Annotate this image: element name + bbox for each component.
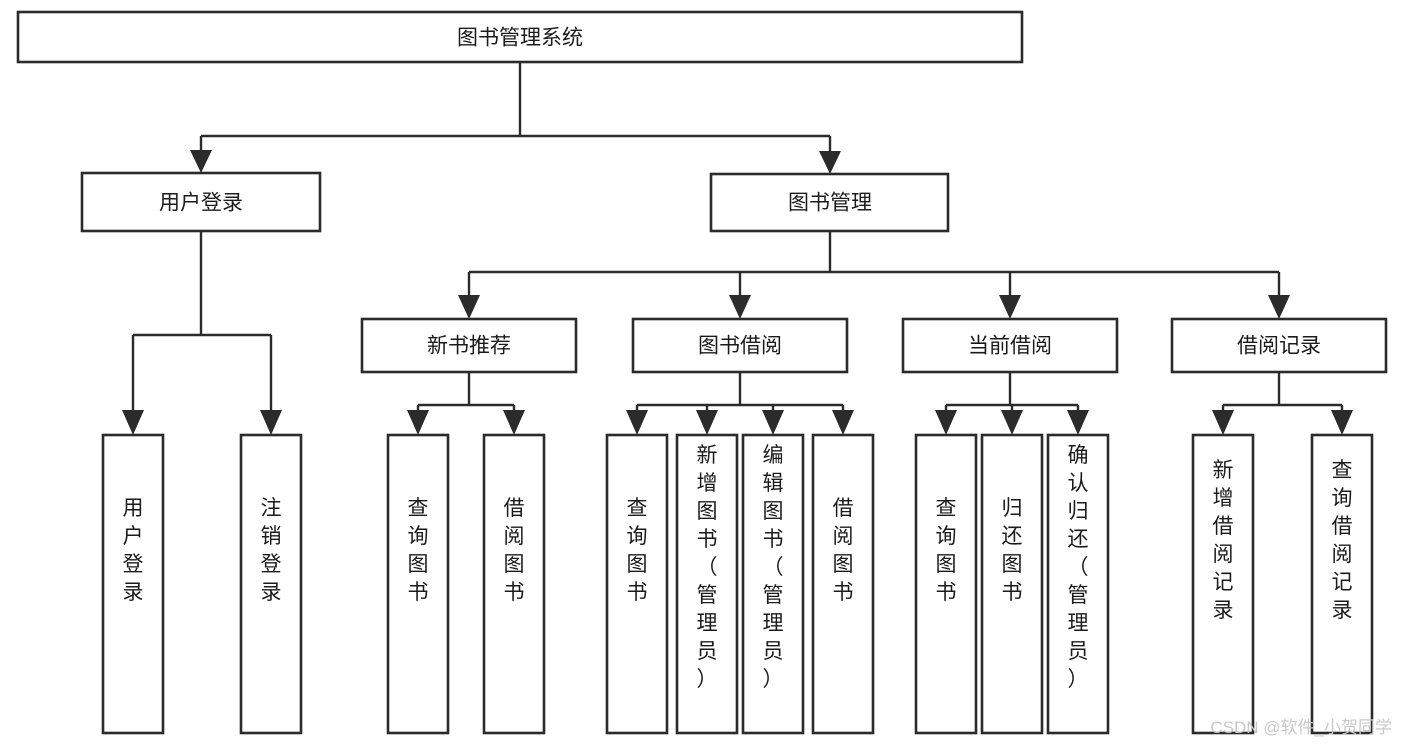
arrowhead-to-leaf-logout [260,410,282,435]
arrowhead-to-book-management [819,151,841,174]
node-leaf-user-login-box[interactable] [101,433,165,735]
node-leaf-add-book-admin-label: 新增图书（管理员） [697,444,718,691]
node-leaf-borrow-book-1-label: 借阅图书 [504,497,525,604]
node-leaf-add-book-admin-box[interactable] [675,433,739,735]
arrowhead-to-leaf-query-book-3 [935,410,957,435]
arrowhead-to-leaf-edit-book-admin [762,410,784,435]
node-book-borrow-box[interactable] [631,317,849,374]
node-leaf-query-book-2-box[interactable] [605,433,669,735]
node-leaf-edit-book-admin-label: 编辑图书（管理员） [763,444,784,691]
node-leaf-return-book-box[interactable] [980,433,1044,735]
node-borrow-record[interactable]: 借阅记录 [1170,317,1388,374]
edge-book-borrow-trunk [635,372,845,412]
node-leaf-logout-label: 注销登录 [261,497,282,604]
node-user-login-box[interactable] [80,171,322,233]
node-new-book-recommendation[interactable]: 新书推荐 [360,317,578,374]
node-new-book-recommendation-box[interactable] [360,317,578,374]
node-borrow-record-label: 借阅记录 [1237,335,1321,358]
node-leaf-borrow-book-2[interactable]: 借阅图书 [811,433,875,735]
node-leaf-return-book-label: 归还图书 [1002,497,1023,604]
node-book-borrow-label: 图书借阅 [698,335,782,358]
node-book-management-label: 图书管理 [788,192,872,215]
csdn-watermark: CSDN @软件_小贺同学 [1210,718,1392,737]
node-root[interactable]: 图书管理系统 [16,10,1024,64]
arrowhead-to-leaf-query-book-2 [626,410,648,435]
node-borrow-record-box[interactable] [1170,317,1388,374]
node-leaf-query-book-1-box[interactable] [386,433,450,735]
node-root-box[interactable] [16,10,1024,64]
node-leaf-logout[interactable]: 注销登录 [239,433,303,735]
node-current-borrow[interactable]: 当前借阅 [901,317,1119,374]
node-leaf-query-borrow-record-box[interactable] [1310,433,1374,735]
node-root-label: 图书管理系统 [457,27,583,50]
arrowhead-to-current-borrow [999,295,1021,319]
node-leaf-return-book[interactable]: 归还图书 [980,433,1044,735]
edge-user-login-trunk [131,231,273,412]
node-book-management[interactable]: 图书管理 [709,172,950,233]
node-user-login[interactable]: 用户登录 [80,171,322,233]
node-leaf-query-book-2[interactable]: 查询图书 [605,433,669,735]
arrowhead-to-new-book-recommendation [458,295,480,319]
node-leaf-query-book-3-label: 查询图书 [936,497,957,604]
edge-current-borrow-trunk [944,372,1080,412]
node-leaf-query-borrow-record-label: 查询借阅记录 [1332,459,1353,622]
node-leaf-query-book-1-label: 查询图书 [408,497,429,604]
node-leaf-logout-box[interactable] [239,433,303,735]
arrowhead-to-leaf-add-borrow-record [1212,410,1234,435]
node-leaf-add-borrow-record[interactable]: 新增借阅记录 [1191,433,1255,735]
arrowhead-to-book-borrow [729,295,751,319]
arrowhead-to-leaf-confirm-return-admin [1067,410,1089,435]
node-user-login-label: 用户登录 [159,192,243,215]
arrowhead-to-borrow-record [1268,295,1290,319]
node-leaf-confirm-return-admin-box[interactable] [1046,433,1110,735]
node-leaf-add-book-admin[interactable]: 新增图书（管理员） [675,433,739,735]
node-current-borrow-box[interactable] [901,317,1119,374]
arrowhead-to-leaf-query-book-1 [407,410,429,435]
node-leaf-query-book-2-label: 查询图书 [627,497,648,604]
node-leaf-borrow-book-1-box[interactable] [482,433,546,735]
arrowhead-to-leaf-query-borrow-record [1331,410,1353,435]
node-book-management-box[interactable] [709,172,950,233]
node-leaf-edit-book-admin[interactable]: 编辑图书（管理员） [741,433,805,735]
node-leaf-borrow-book-1[interactable]: 借阅图书 [482,433,546,735]
edge-new-book-recommendation-trunk [416,372,516,412]
node-leaf-query-book-3[interactable]: 查询图书 [914,433,978,735]
node-leaf-add-borrow-record-box[interactable] [1191,433,1255,735]
node-leaf-query-book-1[interactable]: 查询图书 [386,433,450,735]
arrowhead-to-leaf-borrow-book-1 [503,410,525,435]
node-new-book-recommendation-label: 新书推荐 [427,335,511,358]
arrowhead-to-user-login [190,150,212,173]
node-leaf-add-borrow-record-label: 新增借阅记录 [1213,459,1234,622]
edge-book-management-trunk [467,231,1281,296]
node-leaf-confirm-return-admin-label: 确认归还（管理员） [1068,444,1089,691]
edge-borrow-record-trunk [1221,372,1344,412]
arrowhead-to-leaf-add-book-admin [696,410,718,435]
node-leaf-borrow-book-2-label: 借阅图书 [833,497,854,604]
arrowhead-to-leaf-borrow-book-2 [832,410,854,435]
node-leaf-query-borrow-record[interactable]: 查询借阅记录 [1310,433,1374,735]
node-leaf-borrow-book-2-box[interactable] [811,433,875,735]
arrowhead-to-leaf-user-login [122,410,144,435]
arrowhead-to-leaf-return-book [1001,410,1023,435]
edge-root-trunk [199,62,832,152]
node-leaf-query-book-3-box[interactable] [914,433,978,735]
node-leaf-edit-book-admin-box[interactable] [741,433,805,735]
node-leaf-user-login-label: 用户登录 [123,497,144,604]
node-current-borrow-label: 当前借阅 [968,335,1052,358]
node-book-borrow[interactable]: 图书借阅 [631,317,849,374]
node-leaf-user-login[interactable]: 用户登录 [101,433,165,735]
connector-layer [122,62,1353,435]
node-leaf-confirm-return-admin[interactable]: 确认归还（管理员） [1046,433,1110,735]
